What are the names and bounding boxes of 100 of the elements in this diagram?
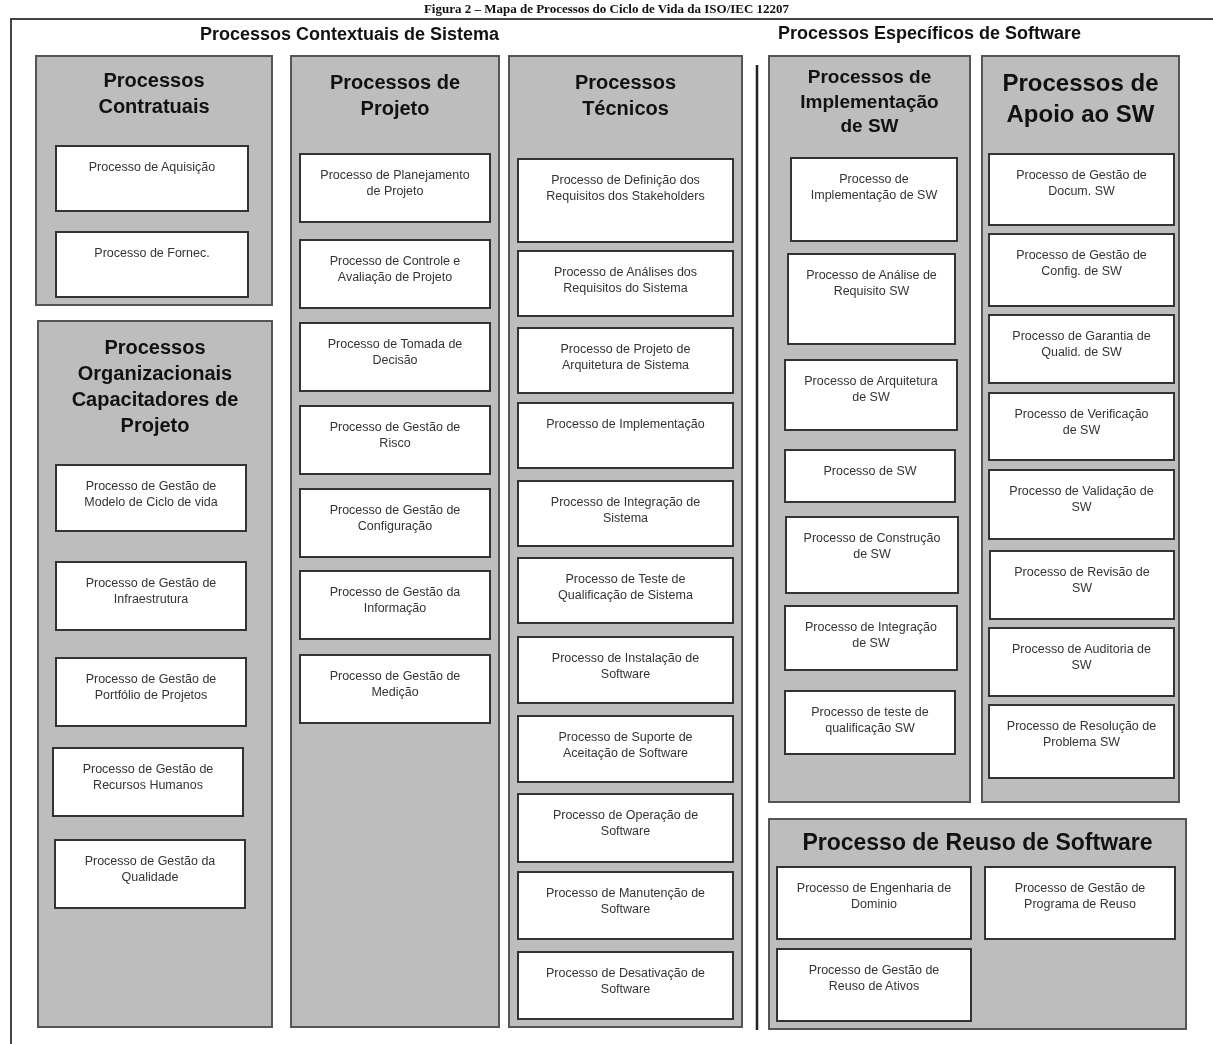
process-box bbox=[299, 488, 491, 558]
group-heading: Processos Técnicos bbox=[573, 70, 678, 121]
process-box bbox=[784, 359, 958, 431]
process-label: Processo de Projeto de Arquitetura de Sistema bbox=[559, 341, 692, 374]
process-label: Processo de Gestão de Medição bbox=[328, 668, 462, 701]
process-label: Processo de Gestão de Infraestrutura bbox=[84, 575, 218, 608]
process-label: Processo de Gestão de Recursos Humanos bbox=[81, 761, 215, 794]
process-box bbox=[517, 557, 734, 624]
process-label: Processo de Suporte de Aceitação de Software bbox=[557, 729, 694, 762]
process-label: Processo de Instalação de Software bbox=[550, 650, 701, 683]
process-box bbox=[784, 449, 956, 503]
process-group-panel bbox=[290, 55, 500, 1028]
process-label: Processo de Integração de SW bbox=[804, 619, 938, 652]
process-box bbox=[787, 253, 956, 345]
process-box bbox=[988, 233, 1175, 307]
process-box bbox=[517, 715, 734, 783]
process-group-panel bbox=[37, 320, 273, 1028]
process-label: Processo de Análises dos Requisitos do Sistema bbox=[552, 264, 699, 297]
process-group-panel bbox=[35, 55, 273, 306]
process-box bbox=[988, 704, 1175, 779]
process-box bbox=[984, 866, 1176, 940]
process-box bbox=[55, 145, 249, 212]
process-label: Processo de Gestão da Informação bbox=[328, 584, 462, 617]
process-box bbox=[988, 469, 1175, 540]
process-box bbox=[776, 948, 972, 1022]
process-label: Processo de Planejamento de Projeto bbox=[319, 167, 471, 200]
process-label: Processo de teste de qualificação SW bbox=[810, 704, 930, 737]
process-box bbox=[517, 871, 734, 940]
group-heading: Processos Contratuais bbox=[97, 68, 211, 119]
process-label: Processo de Fornec. bbox=[93, 245, 211, 262]
process-label: Processo de Gestão de Modelo de Ciclo de vida bbox=[83, 478, 219, 511]
section-heading: Processos Específicos de Software bbox=[778, 23, 1082, 44]
process-box bbox=[988, 153, 1175, 226]
process-box bbox=[517, 951, 734, 1020]
process-box bbox=[55, 464, 247, 532]
process-group-panel bbox=[768, 818, 1187, 1030]
process-label: Processo de Gestão de Portfólio de Projetos bbox=[84, 671, 218, 704]
process-label: Processo de Resolução de Problema SW bbox=[1006, 718, 1157, 751]
process-box bbox=[785, 516, 959, 594]
process-label: Processo de Gestão de Config. de SW bbox=[1015, 247, 1148, 280]
process-box bbox=[299, 570, 491, 640]
process-label: Processo de Gestão de Configuração bbox=[328, 502, 462, 535]
process-box bbox=[299, 654, 491, 724]
process-label: Processo de Manutenção de Software bbox=[544, 885, 707, 918]
process-label: Processo de Implementação de SW bbox=[809, 171, 939, 204]
process-label: Processo de SW bbox=[822, 463, 918, 480]
process-label: Processo de Integração de Sistema bbox=[549, 494, 702, 527]
process-label: Processo de Controle e Avaliação de Projeto bbox=[328, 253, 462, 286]
process-box bbox=[989, 550, 1175, 620]
process-label: Processo de Desativação de Software bbox=[544, 965, 707, 998]
process-box bbox=[784, 690, 956, 755]
process-label: Processo de Teste de Qualificação de Sistema bbox=[557, 571, 694, 604]
process-label: Processo de Análise de Requisito SW bbox=[805, 267, 938, 300]
process-label: Processo de Aquisição bbox=[87, 159, 217, 176]
process-label: Processo de Gestão de Docum. SW bbox=[1015, 167, 1148, 200]
figure-title: Figura 2 – Mapa de Processos do Ciclo de Vida da ISO/IEC 12207 bbox=[422, 1, 791, 16]
process-label: Processo de Garantia de Qualid. de SW bbox=[1011, 328, 1152, 361]
process-label: Processo de Gestão da Qualidade bbox=[83, 853, 217, 886]
process-box bbox=[988, 392, 1175, 461]
process-box bbox=[517, 402, 734, 469]
process-label: Processo de Tomada de Decisão bbox=[326, 336, 464, 369]
process-label: Processo de Gestão de Risco bbox=[328, 419, 462, 452]
process-box bbox=[776, 866, 972, 940]
process-box bbox=[988, 314, 1175, 384]
process-label: Processo de Engenharia de Dominio bbox=[795, 880, 953, 913]
process-group-panel bbox=[508, 55, 743, 1028]
process-label: Processo de Definição dos Requisitos dos Stakeholders bbox=[545, 172, 706, 205]
process-box bbox=[299, 153, 491, 223]
process-label: Processo de Construção de SW bbox=[803, 530, 941, 563]
process-box bbox=[517, 480, 734, 547]
process-box bbox=[299, 405, 491, 475]
process-box bbox=[790, 157, 958, 242]
process-box bbox=[54, 839, 246, 909]
group-heading: Processo de Reuso de Software bbox=[801, 828, 1154, 857]
process-label: Processo de Auditoria de SW bbox=[1011, 641, 1152, 674]
process-label: Processo de Arquitetura de SW bbox=[803, 373, 939, 406]
group-heading: Processos de Implementação de SW bbox=[799, 65, 940, 139]
process-group-panel bbox=[768, 55, 971, 803]
group-heading: Processos Organizacionais Capacitadores de Projeto bbox=[70, 335, 240, 438]
process-label: Processo de Operação de Software bbox=[551, 807, 700, 840]
process-label: Processo de Revisão de SW bbox=[1013, 564, 1151, 597]
process-box bbox=[784, 605, 958, 671]
process-group-panel bbox=[981, 55, 1180, 803]
process-label: Processo de Implementação bbox=[545, 416, 706, 433]
process-label: Processo de Gestão de Programa de Reuso bbox=[1013, 880, 1147, 913]
process-box bbox=[517, 327, 734, 394]
process-box bbox=[517, 250, 734, 317]
group-heading: Processos de Apoio ao SW bbox=[1001, 68, 1160, 130]
process-box bbox=[55, 657, 247, 727]
process-box bbox=[517, 158, 734, 243]
group-heading: Processos de Projeto bbox=[328, 70, 462, 121]
process-box bbox=[299, 239, 491, 309]
section-heading: Processos Contextuais de Sistema bbox=[200, 24, 500, 45]
process-box bbox=[55, 561, 247, 631]
process-box bbox=[517, 793, 734, 863]
process-box bbox=[517, 636, 734, 704]
process-box bbox=[299, 322, 491, 392]
process-label: Processo de Gestão de Reuso de Ativos bbox=[807, 962, 941, 995]
process-box bbox=[988, 627, 1175, 697]
process-box bbox=[52, 747, 244, 817]
